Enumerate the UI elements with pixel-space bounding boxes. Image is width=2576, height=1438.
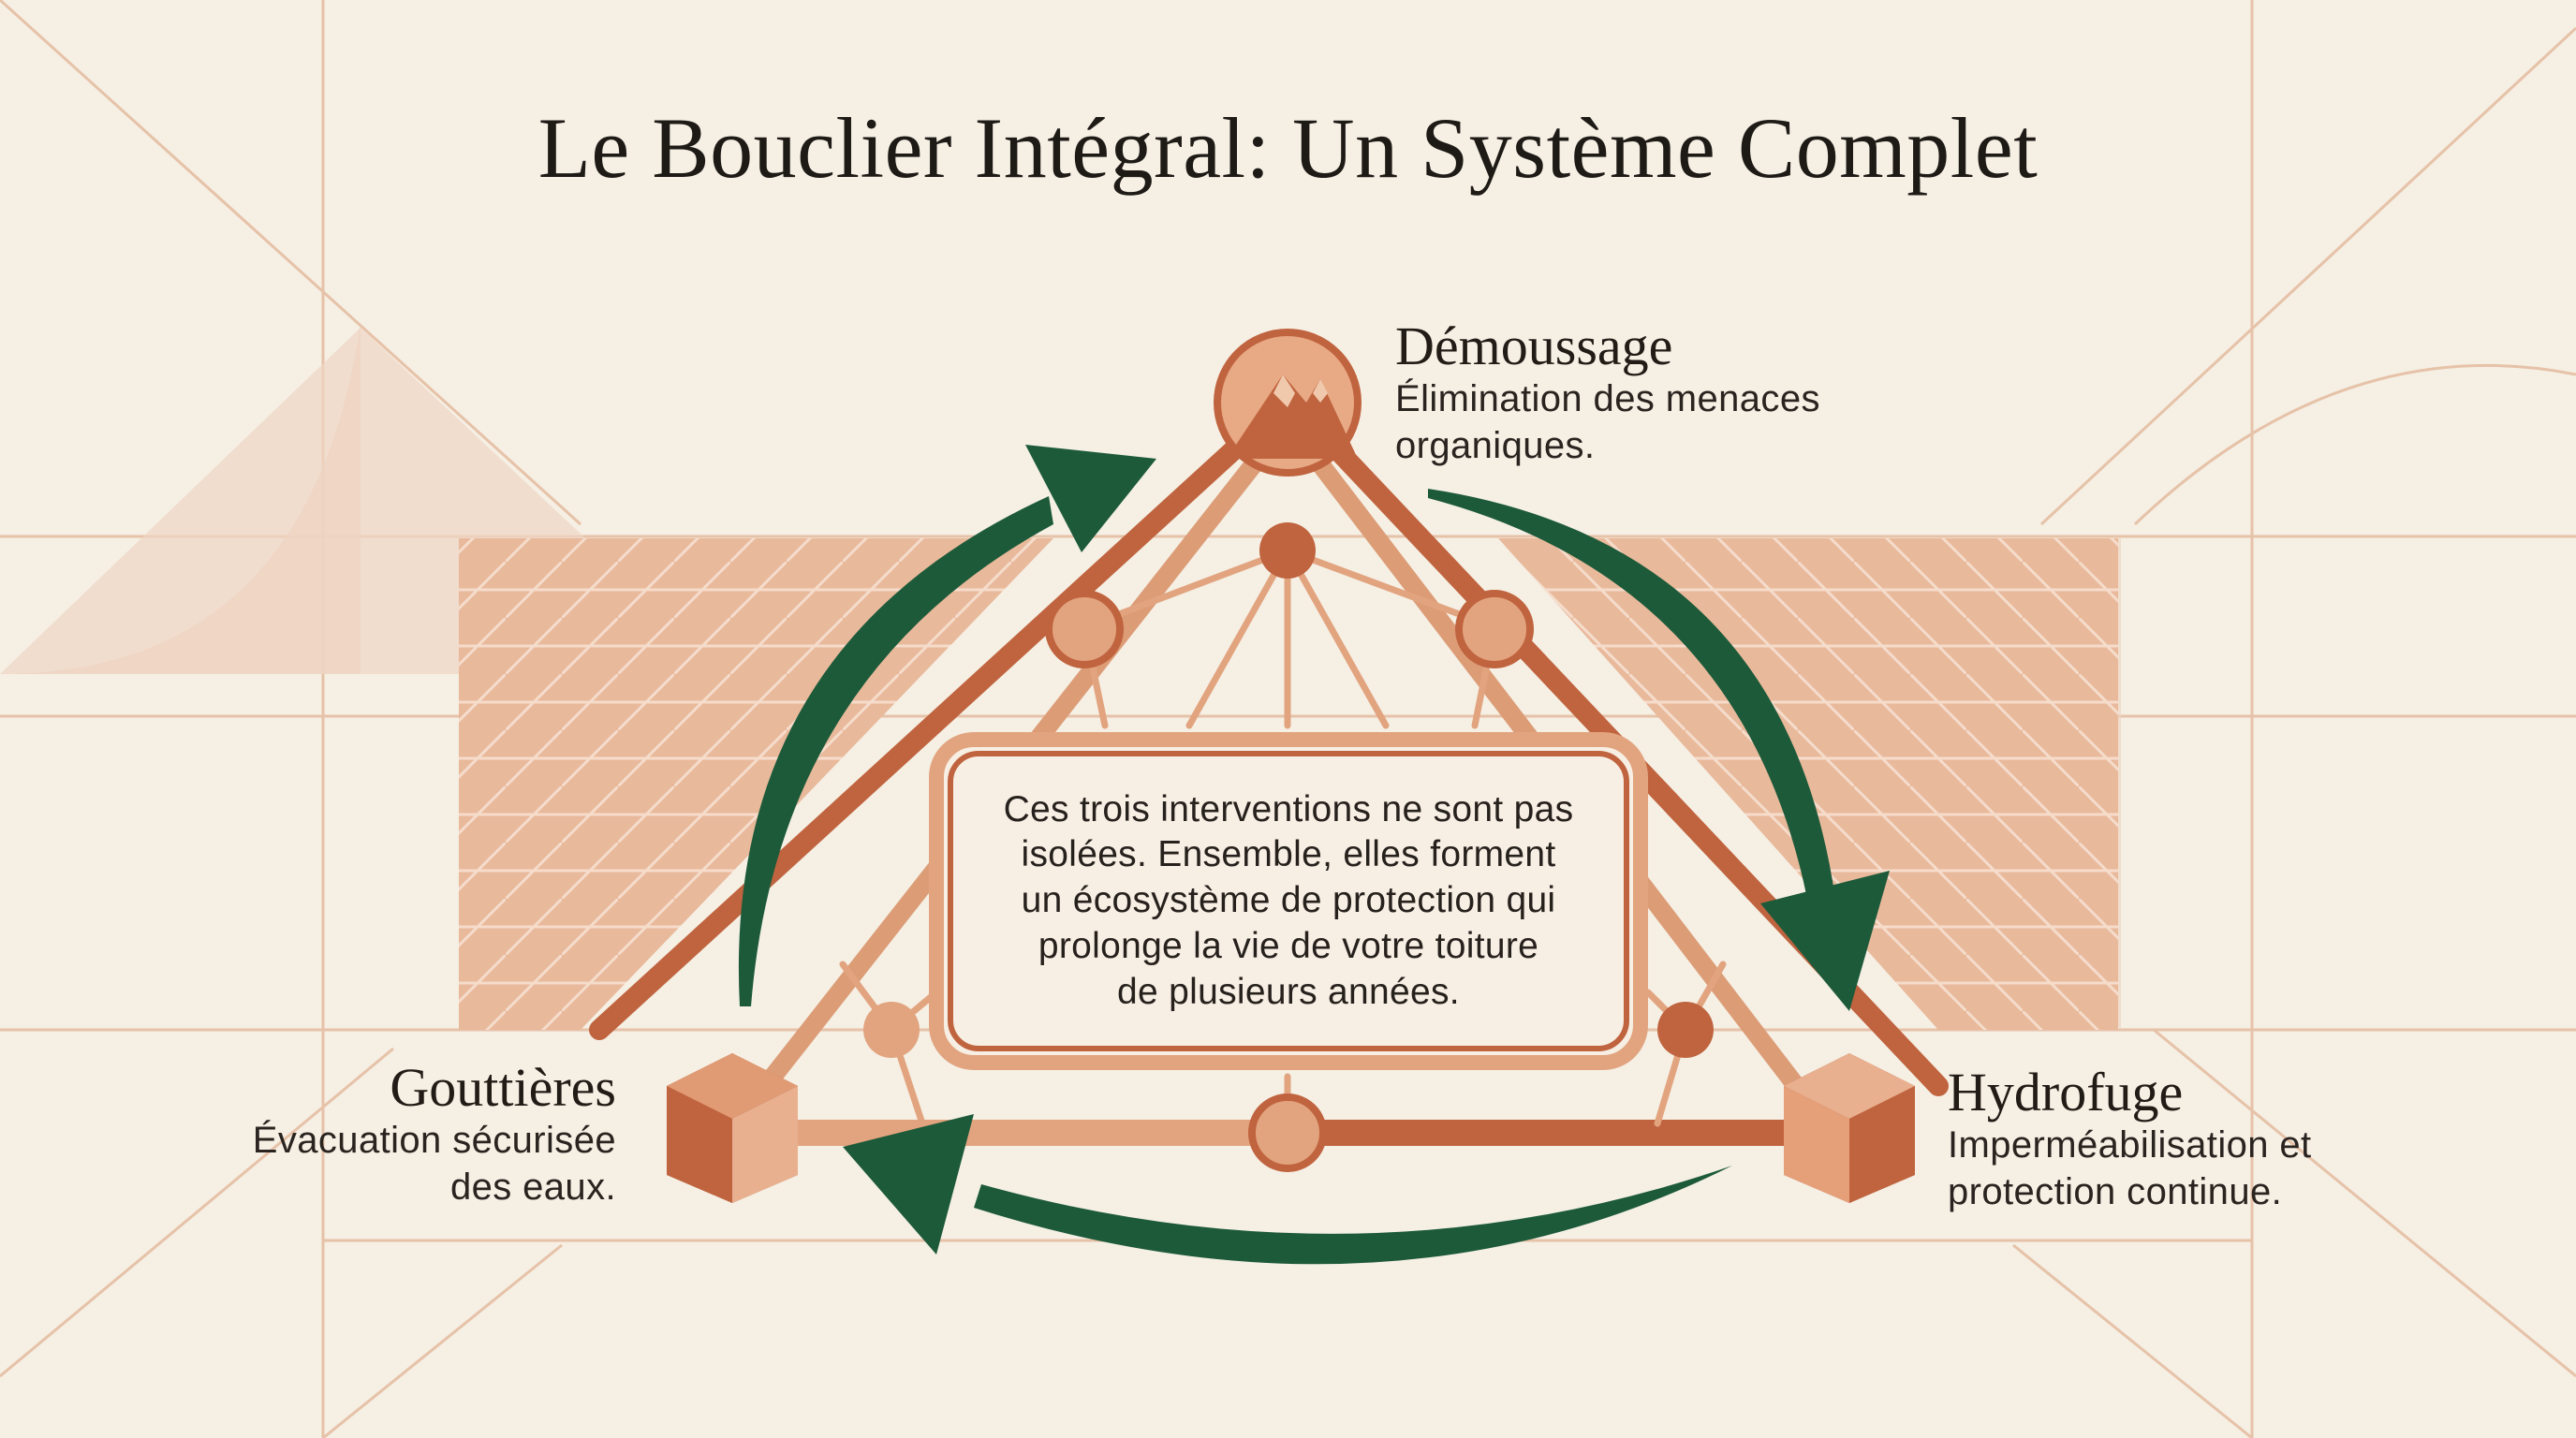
center-message-box: Ces trois interventions ne sont pas isol… — [936, 740, 1641, 1063]
node-desc-line: Évacuation sécurisée — [252, 1119, 616, 1161]
cycle-arrow-icon — [738, 445, 1890, 1265]
roof-tiles-left — [459, 538, 1053, 1030]
center-message: Ces trois interventions ne sont pas isol… — [961, 787, 1616, 1016]
node-desc-line: Imperméabilisation et — [1948, 1123, 2312, 1166]
node-heading: Gouttières — [390, 1057, 616, 1118]
node-heading: Démoussage — [1395, 315, 1673, 376]
page-title: Le Bouclier Intégral: Un Système Complet — [537, 100, 2039, 196]
center-line: prolonge la vie de votre toiture — [1038, 925, 1539, 966]
mountain-peak-icon — [1214, 329, 1362, 477]
center-box-frame-outer — [929, 732, 1648, 1070]
node-desc-line: Élimination des menaces — [1395, 377, 1820, 419]
center-line: de plusieurs années. — [1117, 971, 1460, 1012]
node-hydrofuge: Hydrofuge Imperméabilisation et protecti… — [1948, 1064, 2528, 1215]
joint-upper-left — [1045, 590, 1124, 668]
joint-lower-left — [863, 1002, 920, 1058]
node-desc-line: des eaux. — [449, 1166, 616, 1208]
node-desc-line: protection continue. — [1948, 1170, 2283, 1212]
joint-lower-right — [1657, 1002, 1714, 1058]
joint-upper-right — [1455, 590, 1534, 668]
center-line: isolées. Ensemble, elles forment — [1021, 834, 1556, 875]
cube-icon-left — [667, 1053, 798, 1203]
node-gouttieres: Gouttières Évacuation sécurisée des eaux… — [56, 1057, 616, 1211]
node-demoussage: Démoussage Élimination des menaces organ… — [1395, 315, 1957, 469]
center-line: Ces trois interventions ne sont pas — [1003, 788, 1574, 829]
cube-icon-right — [1784, 1053, 1915, 1203]
node-desc-line: organiques. — [1395, 424, 1596, 466]
center-line: un écosystème de protection qui — [1021, 880, 1556, 921]
node-heading: Hydrofuge — [1948, 1062, 2184, 1123]
joint-bottom — [1248, 1093, 1327, 1172]
joint-top — [1259, 522, 1316, 579]
center-box-frame-inner — [948, 751, 1629, 1051]
